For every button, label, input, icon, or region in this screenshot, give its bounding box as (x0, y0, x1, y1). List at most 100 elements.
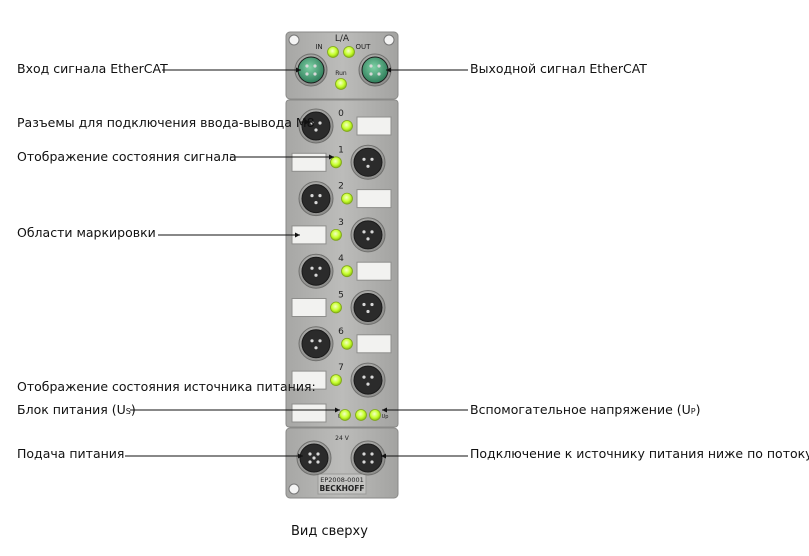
signal-led-0 (341, 120, 353, 132)
m8-connector-3-pin (366, 237, 370, 241)
caption: Вид сверху (291, 524, 368, 539)
callout-power-supply: Блок питания (US) (17, 402, 136, 420)
ethercat-out-connector-pin (377, 72, 381, 76)
m8-connector-7-pin (362, 375, 366, 379)
leader-ethercat-out-arrow (386, 67, 391, 73)
leader-ethercat-in (162, 67, 301, 73)
leader-power-downstream (381, 453, 468, 459)
m8-connector-0-pin (310, 121, 314, 125)
m8-connector-2-pin (318, 194, 322, 198)
callout-aux-voltage: Вспомогательное напряжение (UP) (470, 402, 701, 420)
aux-voltage-paren: ) (695, 402, 701, 417)
leader-aux-voltage (382, 407, 468, 413)
signal-led-6 (341, 337, 353, 350)
marking-area-5 (291, 298, 327, 317)
channel-number-4: 4 (338, 254, 344, 264)
power-supply-paren: ) (130, 402, 136, 417)
power-downstream-connector (350, 440, 386, 476)
signal-led-7 (330, 374, 342, 387)
up-led (355, 409, 367, 421)
m8-connector-1 (350, 144, 386, 180)
signal-led-1 (330, 156, 342, 169)
leader-lines (125, 67, 468, 459)
power-feed-connector-pin (316, 460, 320, 464)
power-feed-connector-pin (312, 456, 316, 460)
m8-connector-1-face (353, 147, 383, 177)
m8-connector-3 (350, 217, 386, 253)
ethercat-in-connector-face (297, 56, 325, 84)
m8-connector-5-pin (366, 309, 370, 314)
power-downstream-connector-pin (362, 460, 366, 464)
signal-led-4 (341, 265, 353, 278)
m8-connector-0-pin (314, 128, 318, 132)
leader-marking-areas-arrow (295, 232, 300, 238)
power-supply-sub: S (125, 407, 131, 416)
m8-connector-4-face (301, 256, 331, 286)
power-downstream-connector-pin (370, 460, 374, 464)
ethercat-in-connector-pin (313, 64, 317, 68)
ethercat-in-connector-pin (305, 64, 309, 68)
up-led-2 (369, 409, 381, 421)
m8-connector-0-pin (318, 121, 322, 125)
callout-m8-connectors: Разъемы для подключения ввода-вывода M8 (17, 115, 315, 130)
m8-connector-4-pin (318, 266, 322, 270)
callout-power-feed: Подача питания (17, 446, 125, 461)
marking-area-7 (291, 370, 327, 390)
marking-area-0 (356, 116, 392, 136)
signal-led-5 (330, 301, 342, 314)
leader-m8-connectors-arrow (305, 119, 310, 125)
callout-marking-areas: Области маркировки (17, 225, 156, 240)
m8-connector-2-pin (314, 201, 318, 205)
channel-number-7: 7 (338, 363, 344, 373)
m8-connector-7-pin (366, 382, 370, 386)
leader-marking-areas (158, 232, 300, 238)
callout-signal-status: Отображение состояния сигнала (17, 149, 237, 164)
m8-connector-3-face (353, 220, 383, 250)
power-downstream-connector-pin (370, 452, 374, 456)
m8-connector-6-pin (310, 339, 314, 343)
m8-connector-5-pin (370, 302, 374, 307)
signal-led-2 (341, 192, 353, 205)
m8-connector-0 (298, 108, 334, 144)
la-label: L/A (335, 34, 350, 44)
ethercat-out-connector-pin (369, 72, 373, 76)
ethercat-out-connector-face (361, 56, 389, 84)
leader-power-supply (130, 407, 340, 413)
leader-ethercat-in-arrow (296, 67, 301, 73)
ethercat-out-connector (358, 53, 392, 87)
m8-connector-1-pin (370, 157, 374, 161)
m8-connector-6-pin (318, 339, 322, 343)
m8-connector-0-face (301, 111, 331, 141)
power-feed-connector-pin (316, 452, 320, 456)
channel-number-1: 1 (338, 145, 344, 155)
callout-power-downstream: Подключение к источнику питания ниже по … (470, 446, 809, 461)
m8-connector-2-face (301, 184, 331, 214)
leader-signal-status (230, 154, 334, 160)
m8-connector-6-face (301, 329, 331, 359)
up-label: Up (382, 414, 389, 420)
leader-signal-status-arrow (329, 154, 334, 160)
callout-ethercat-out: Выходной сигнал EtherCAT (470, 61, 647, 76)
leader-power-supply-arrow (335, 407, 340, 413)
channel-number-0: 0 (338, 109, 344, 119)
power-feed-connector-pin (308, 460, 312, 464)
m8-connector-5 (350, 290, 386, 325)
brand-logo: BECKHOFF (319, 484, 364, 493)
m8-connector-4-pin (310, 266, 314, 270)
power-downstream-connector-pin (362, 452, 366, 456)
model-label: EP2008-0001 (320, 476, 363, 484)
ethercat-out-connector-pin (369, 64, 373, 68)
callout-ethercat-in: Вход сигнала EtherCAT (17, 61, 168, 76)
channel-number-3: 3 (338, 218, 344, 228)
m8-connector-2 (298, 181, 334, 217)
leader-power-downstream-arrow (381, 453, 386, 459)
power-voltage-label: 24 V (335, 435, 350, 442)
callout-power-status: Отображение состояния источника питания: (17, 379, 316, 394)
m8-connector-5-face (353, 293, 383, 322)
leader-aux-voltage-arrow (382, 407, 387, 413)
aux-voltage-sub: P (690, 407, 696, 416)
run-led (335, 78, 347, 90)
